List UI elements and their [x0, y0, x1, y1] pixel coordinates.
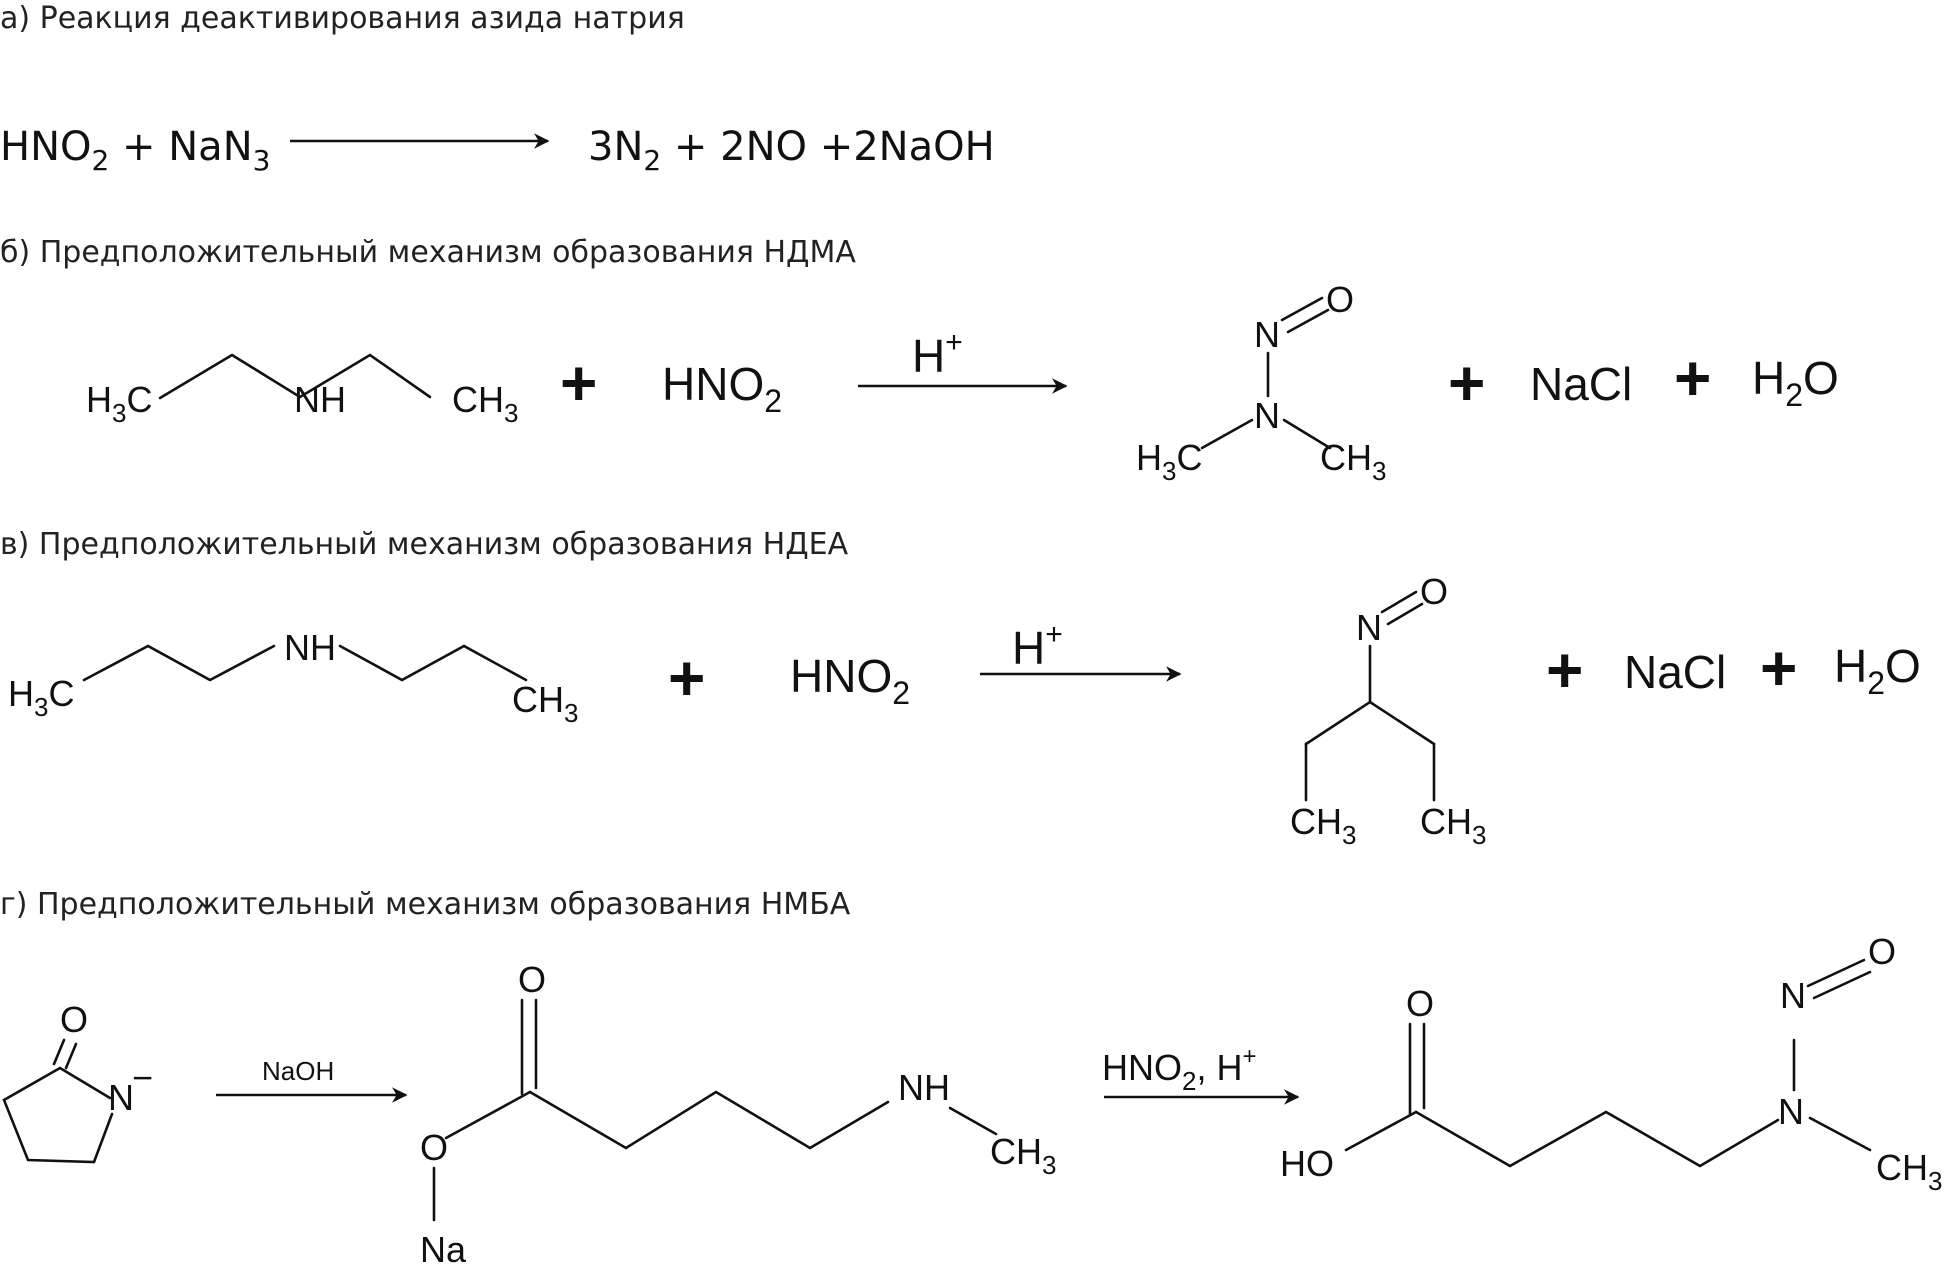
atom-label: O	[518, 959, 546, 1000]
pyrrolidinone-anion: O N −	[2, 999, 153, 1164]
water-product: H2O	[1752, 352, 1839, 413]
plus-sign: +	[1674, 342, 1711, 414]
reaction-c: H3C NH CH3 + HNO2 H+ N O CH3 CH3 + NaCl …	[8, 571, 1921, 850]
reaction-b: H3C NH CH3 + HNO2 H+ N O N H3C CH3 + NaC…	[86, 279, 1839, 486]
nacl-product: NaCl	[1624, 646, 1726, 698]
reagent-naoh: NaOH	[262, 1056, 334, 1086]
plus-sign: +	[1546, 634, 1583, 706]
caption-d: г) Предположительный механизм образовани…	[0, 887, 851, 922]
atom-label: N	[1254, 314, 1280, 355]
plus-sign: +	[668, 642, 705, 714]
hno2-reagent: HNO2	[662, 358, 782, 419]
atom-label: −	[132, 1057, 153, 1098]
atom-label: N	[1778, 1091, 1804, 1132]
atom-label: N	[1780, 975, 1806, 1016]
caption-a: а) Реакция деактивирования азида натрия	[0, 1, 685, 36]
nacl-product: NaCl	[1530, 358, 1632, 410]
nmba-product: O HO N N O CH3	[1280, 931, 1942, 1196]
atom-label: O	[60, 999, 88, 1040]
atom-label: NH	[898, 1067, 950, 1108]
atom-label: Na	[420, 1229, 467, 1264]
reaction-a-products: 3N2 + 2NO +2NaOH	[588, 124, 995, 177]
atom-label: H3C	[86, 379, 152, 428]
atom-label: CH3	[990, 1131, 1056, 1180]
hno2-reagent: HNO2	[790, 650, 910, 711]
reagent-hno2-h: HNO2, H+	[1102, 1043, 1257, 1096]
reaction-a: HNO2 + NaN3 3N2 + 2NO +2NaOH	[0, 124, 995, 177]
atom-label: CH3	[452, 379, 518, 428]
atom-label: CH3	[512, 679, 578, 728]
plus-sign: +	[1448, 347, 1485, 419]
sodium-salt-intermediate: O O Na NH CH3	[420, 959, 1056, 1264]
atom-label: O	[1326, 279, 1354, 320]
atom-label: HO	[1280, 1143, 1334, 1184]
reaction-a-reactants: HNO2 + NaN3	[0, 124, 270, 177]
atom-label: CH3	[1876, 1147, 1942, 1196]
amine-reactant-b: H3C NH CH3	[86, 353, 518, 428]
atom-label: NH	[294, 379, 346, 420]
catalyst-h-plus: H+	[1012, 618, 1063, 674]
atom-label: CH3	[1420, 801, 1486, 850]
atom-label: N	[1356, 607, 1382, 648]
reaction-d: O N − NaOH O O Na NH CH3 HNO2, H+ O	[2, 931, 1942, 1264]
caption-b: б) Предположительный механизм образовани…	[0, 235, 856, 270]
atom-label: CH3	[1290, 801, 1356, 850]
atom-label: H3C	[8, 673, 74, 722]
water-product: H2O	[1834, 640, 1921, 701]
plus-sign: +	[560, 347, 597, 419]
atom-label: NH	[284, 627, 336, 668]
caption-c: в) Предположительный механизм образовани…	[0, 527, 849, 562]
amine-reactant-c: H3C NH CH3	[8, 627, 578, 728]
plus-sign: +	[1760, 632, 1797, 704]
atom-label: N	[1254, 395, 1280, 436]
atom-label: N	[108, 1077, 134, 1118]
atom-label: CH3	[1320, 437, 1386, 486]
atom-label: O	[1406, 983, 1434, 1024]
ndma-product: N O N H3C CH3	[1136, 279, 1386, 486]
atom-label: O	[1868, 931, 1896, 972]
catalyst-h-plus: H+	[912, 326, 963, 382]
atom-label: O	[420, 1127, 448, 1168]
atom-label: H3C	[1136, 437, 1202, 486]
atom-label: O	[1420, 571, 1448, 612]
ndea-product: N O CH3 CH3	[1290, 571, 1486, 850]
